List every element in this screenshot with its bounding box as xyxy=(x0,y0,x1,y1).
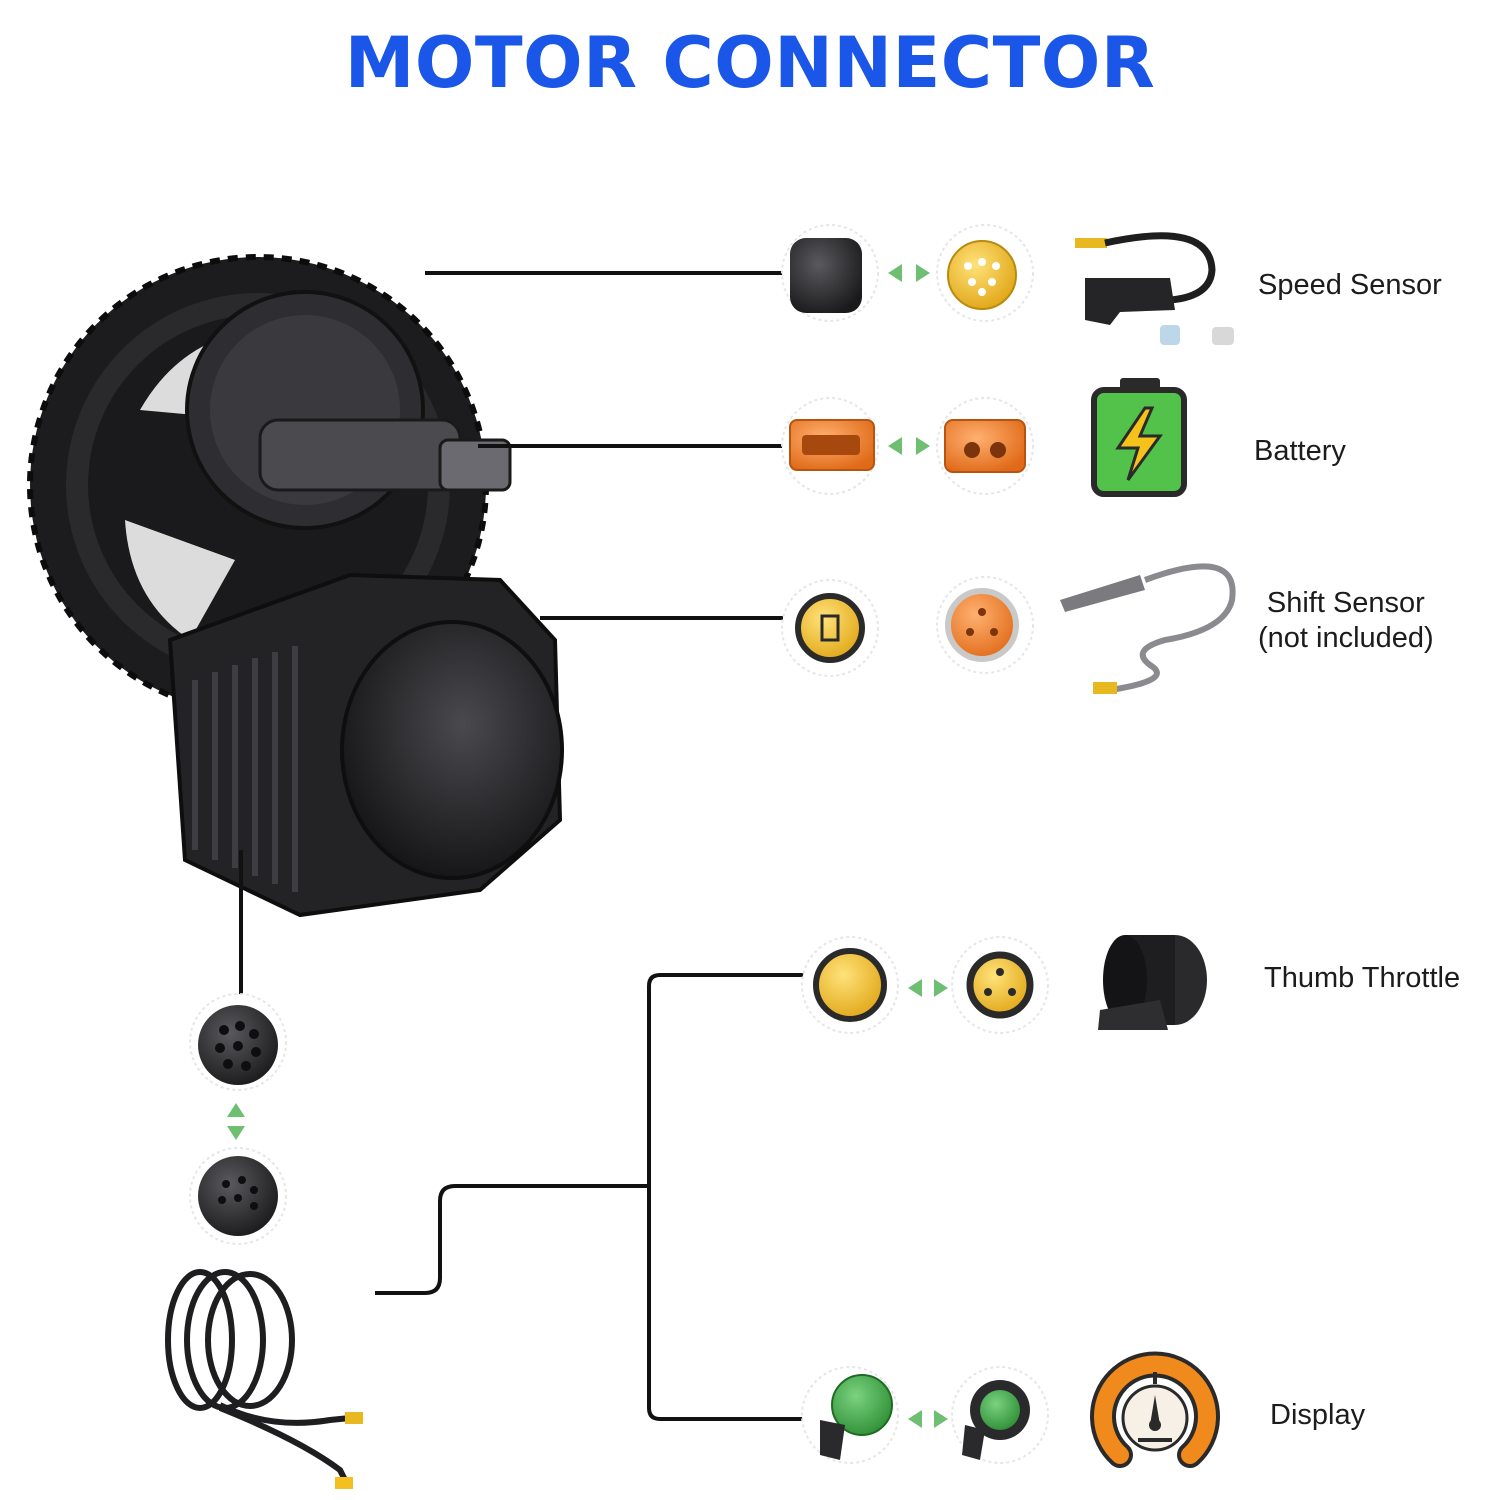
connection-lines xyxy=(239,271,808,1421)
speed-sensor-cable-icon xyxy=(1075,232,1234,345)
speed-sensor-row xyxy=(781,224,1234,345)
main-harness xyxy=(165,993,363,1489)
page-title: MOTOR CONNECTOR xyxy=(344,22,1156,104)
main-harness-coil-icon xyxy=(165,1269,351,1482)
battery-cable-connector xyxy=(944,419,1026,473)
crank-spindle xyxy=(258,418,462,492)
label-display: Display xyxy=(1270,1399,1366,1431)
double-arrow-icon xyxy=(227,1103,245,1140)
display-row xyxy=(801,1351,1220,1468)
motor-cover xyxy=(340,620,564,880)
label-shift-sensor: Shift Sensor (not included) xyxy=(1258,586,1434,656)
battery-icon xyxy=(1091,378,1187,497)
double-arrow-icon xyxy=(888,264,930,282)
label-battery: Battery xyxy=(1254,435,1346,467)
label-shift-sensor-line1: Shift Sensor xyxy=(1266,587,1425,619)
double-arrow-icon xyxy=(908,979,948,997)
throttle-cable-connector xyxy=(966,951,1034,1019)
label-thumb-throttle: Thumb Throttle xyxy=(1264,962,1461,994)
display-icon xyxy=(1090,1351,1220,1468)
shift-sensor-motor-connector xyxy=(795,593,865,663)
shift-sensor-cable-icon xyxy=(1060,563,1236,694)
thumb-throttle-row xyxy=(801,935,1207,1034)
label-shift-sensor-line2: (not included) xyxy=(1258,622,1434,654)
thumb-throttle-icon xyxy=(1098,935,1207,1030)
speed-sensor-cable-connector xyxy=(947,240,1017,310)
label-speed-sensor: Speed Sensor xyxy=(1258,269,1442,301)
battery-row xyxy=(781,378,1187,497)
motor-image xyxy=(27,254,564,918)
double-arrow-icon xyxy=(888,437,930,455)
throttle-motor-connector xyxy=(813,948,887,1022)
speed-sensor-motor-connector xyxy=(790,238,862,313)
double-arrow-icon xyxy=(908,1410,948,1428)
shift-sensor-cable-connector xyxy=(945,588,1019,662)
display-motor-connector xyxy=(831,1374,893,1436)
shift-sensor-row xyxy=(781,563,1236,694)
